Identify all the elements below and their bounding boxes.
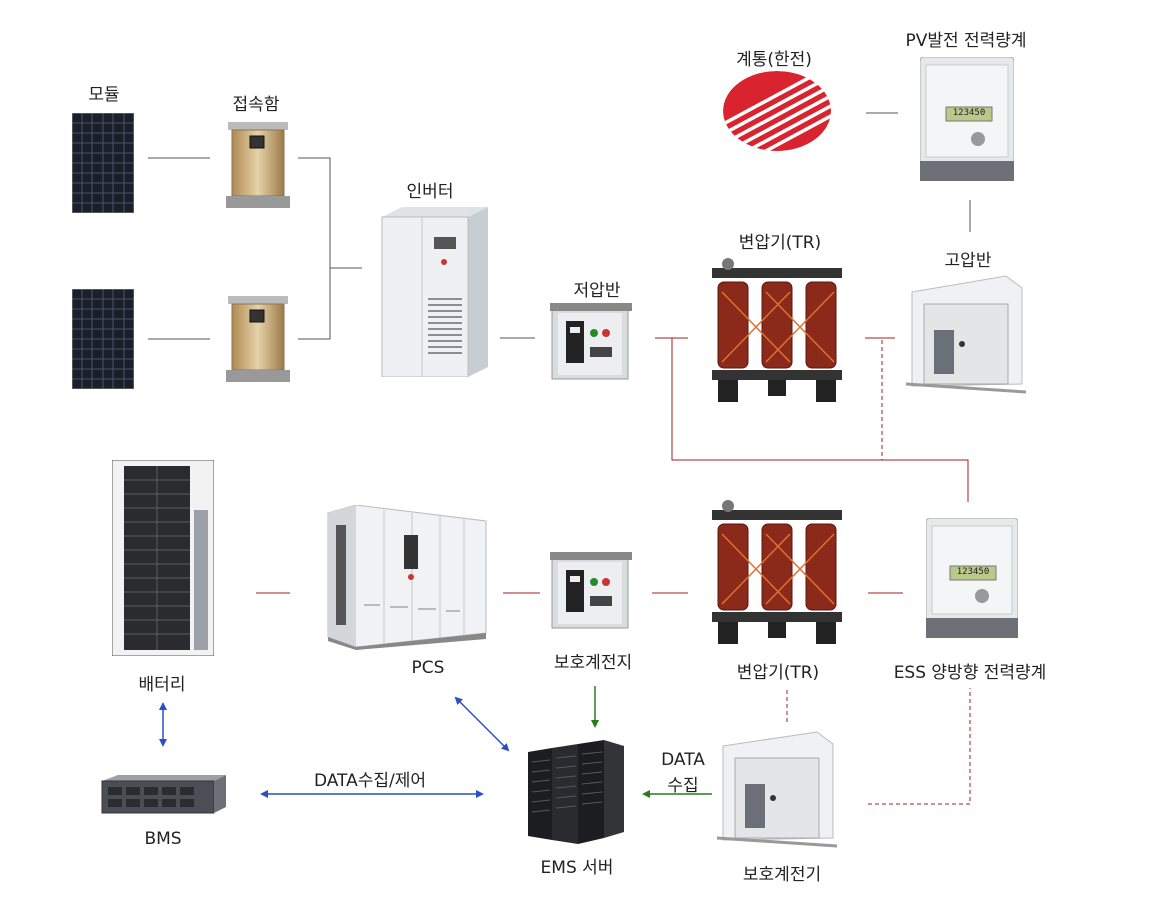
ess-meter-readout: 123450 [956, 567, 990, 577]
label-protection-relay: 보호계전기 [742, 865, 822, 885]
wire-relay-essmeter-dashed [868, 688, 971, 805]
ems-server-icon [528, 740, 624, 844]
protection-relay-icon [716, 731, 838, 848]
label-ems-server: EMS 서버 [540, 858, 614, 878]
protection-breaker-icon [550, 552, 632, 629]
low-voltage-breaker-icon [550, 303, 632, 380]
solar-module-2-icon [72, 289, 134, 389]
label-protection-breaker: 보호계전지 [553, 653, 633, 673]
junction-box-2-icon [226, 296, 290, 382]
label-bms: BMS [144, 829, 182, 849]
label-transformer-bottom: 변압기(TR) [736, 663, 820, 683]
label-ess-meter: ESS 양방향 전력량계 [893, 663, 1047, 683]
label-high-voltage-panel: 고압반 [944, 251, 992, 271]
label-pcs: PCS [411, 658, 445, 678]
ess-meter: 123450 [926, 518, 1018, 638]
label-grid-kepco: 계통(한전) [736, 50, 812, 70]
arrow-pcs-ems [454, 696, 510, 752]
transformer-top-icon [712, 258, 842, 402]
label-data-collect-2: 수집 [667, 776, 699, 796]
label-pv-meter: PV발전 전력량계 [905, 31, 1027, 51]
wire-transformer-ess-loop [671, 338, 969, 502]
pv-meter: 123450 [920, 57, 1014, 181]
bms-server-icon [101, 775, 226, 814]
transformer-bottom-icon [712, 500, 842, 644]
label-junction-box: 접속함 [232, 95, 280, 115]
battery-rack-icon [112, 460, 214, 656]
pcs-cabinet-icon [327, 505, 487, 650]
label-module: 모듈 [88, 85, 120, 105]
label-battery: 배터리 [138, 675, 186, 695]
solar-module-1-icon [72, 113, 134, 213]
kepco-logo-icon [723, 71, 831, 151]
junction-box-1-icon [226, 122, 290, 208]
inverter-icon [381, 207, 488, 377]
wire-junction-inverter [298, 157, 331, 340]
label-data-collect-1: DATA [661, 750, 705, 770]
label-low-voltage-panel: 저압반 [573, 281, 621, 301]
label-inverter: 인버터 [406, 182, 454, 202]
label-transformer-top: 변압기(TR) [738, 233, 822, 253]
label-data-control: DATA수집/제어 [313, 771, 427, 791]
high-voltage-panel-icon [905, 275, 1027, 394]
pv-meter-readout: 123450 [952, 108, 986, 118]
